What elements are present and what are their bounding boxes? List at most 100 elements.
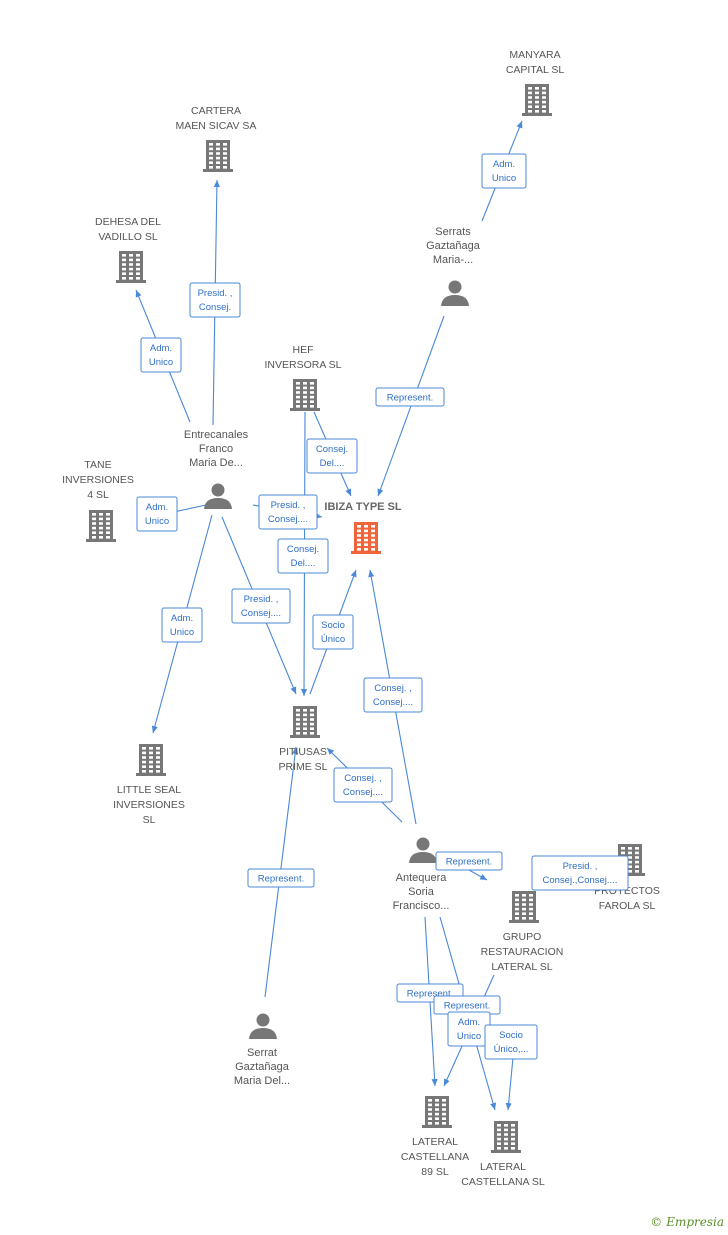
edge-label-text[interactable]: Consej. , bbox=[344, 773, 382, 784]
node-label-grupo[interactable]: RESTAURACION bbox=[481, 946, 564, 958]
edge-label-box[interactable] bbox=[277, 538, 329, 574]
edge-label-text[interactable]: Del.... bbox=[320, 458, 345, 469]
building-icon[interactable] bbox=[116, 251, 146, 283]
edge-label-text[interactable]: Unico bbox=[492, 173, 516, 184]
building-icon[interactable] bbox=[290, 706, 320, 738]
edge-label-box[interactable] bbox=[258, 494, 318, 530]
edge-label-text[interactable]: Presid. , bbox=[271, 500, 306, 511]
building-icon[interactable] bbox=[491, 1121, 521, 1153]
node-label-latcast[interactable]: LATERAL bbox=[480, 1161, 526, 1173]
node-label-pitiusas[interactable]: PRIME SL bbox=[278, 761, 327, 773]
person-icon[interactable] bbox=[409, 837, 437, 864]
node-label-pitiusas[interactable]: PITIUSAS bbox=[279, 746, 327, 758]
node-label-serrat[interactable]: Maria Del... bbox=[234, 1075, 290, 1087]
node-label-grupo[interactable]: LATERAL SL bbox=[491, 961, 552, 973]
node-label-manyara[interactable]: CAPITAL SL bbox=[506, 64, 565, 76]
node-label-little[interactable]: INVERSIONES bbox=[113, 799, 185, 811]
node-label-serrats[interactable]: Serrats bbox=[435, 226, 471, 238]
node-label-antequera[interactable]: Soria bbox=[408, 886, 435, 898]
node-label-tane[interactable]: INVERSIONES bbox=[62, 474, 134, 486]
edge-label-text[interactable]: Consej. bbox=[287, 544, 319, 555]
edge-label-text[interactable]: Unico bbox=[145, 516, 169, 527]
edge-label-text[interactable]: Adm. bbox=[171, 613, 193, 624]
edge-label-box[interactable] bbox=[531, 855, 629, 891]
building-icon[interactable] bbox=[509, 891, 539, 923]
edge-label-text[interactable]: Represent. bbox=[446, 857, 492, 868]
edge-label-text[interactable]: Presid. , bbox=[244, 594, 279, 605]
building-icon[interactable] bbox=[351, 522, 381, 554]
node-label-serrats[interactable]: Maria-... bbox=[433, 254, 473, 266]
node-label-hef[interactable]: HEF bbox=[293, 344, 314, 356]
edge-label-text[interactable]: Represent. bbox=[444, 1001, 490, 1012]
node-label-serrat[interactable]: Serrat bbox=[247, 1047, 277, 1059]
node-label-hef[interactable]: INVERSORA SL bbox=[264, 359, 341, 371]
person-icon[interactable] bbox=[204, 483, 232, 510]
node-label-little[interactable]: SL bbox=[143, 814, 156, 826]
edge-label-text[interactable]: Presid. , bbox=[563, 861, 598, 872]
person-icon[interactable] bbox=[441, 280, 469, 307]
node-label-antequera[interactable]: Francisco... bbox=[393, 900, 450, 912]
edge-label-text[interactable]: Adm. bbox=[493, 159, 515, 170]
edge-label-box[interactable] bbox=[484, 1024, 538, 1060]
person-icon[interactable] bbox=[249, 1013, 277, 1040]
edge-label-text[interactable]: Consej.... bbox=[343, 787, 383, 798]
building-icon[interactable] bbox=[290, 379, 320, 411]
edge-label-text[interactable]: Unico bbox=[170, 627, 194, 638]
node-label-tane[interactable]: 4 SL bbox=[87, 489, 109, 501]
edge-label-text[interactable]: Consej.... bbox=[373, 697, 413, 708]
edge-label-text[interactable]: Unico bbox=[149, 357, 173, 368]
edge-label-box[interactable] bbox=[306, 438, 358, 474]
building-icon[interactable] bbox=[86, 510, 116, 542]
edge-label-text[interactable]: Consej. , bbox=[374, 683, 412, 694]
node-label-manyara[interactable]: MANYARA bbox=[509, 49, 560, 61]
edge-label-text[interactable]: Adm. bbox=[150, 343, 172, 354]
edge-label-text[interactable]: Único bbox=[321, 634, 345, 645]
edge-label-text[interactable]: Consej. bbox=[316, 444, 348, 455]
edge-label-text[interactable]: Socio bbox=[321, 620, 345, 631]
building-icon[interactable] bbox=[136, 744, 166, 776]
node-label-cartera[interactable]: MAEN SICAV SA bbox=[176, 120, 257, 132]
edge-label-box[interactable] bbox=[363, 677, 423, 713]
node-label-lat89[interactable]: LATERAL bbox=[412, 1136, 458, 1148]
edge-label-text[interactable]: Presid. , bbox=[198, 288, 233, 299]
node-label-entrecanales[interactable]: Maria De... bbox=[189, 457, 243, 469]
edge-label-text[interactable]: Represent. bbox=[387, 393, 433, 404]
node-label-dehesa[interactable]: VADILLO SL bbox=[98, 231, 157, 243]
node-label-grupo[interactable]: GRUPO bbox=[503, 931, 542, 943]
node-label-dehesa[interactable]: DEHESA DEL bbox=[95, 216, 161, 228]
node-label-ibiza[interactable]: IBIZA TYPE SL bbox=[324, 501, 401, 513]
edge-label-box[interactable] bbox=[140, 337, 182, 373]
edge-label-text[interactable]: Adm. bbox=[146, 502, 168, 513]
edge-label-box[interactable] bbox=[247, 868, 315, 888]
edge-label-box[interactable] bbox=[481, 153, 527, 189]
edge-label-text[interactable]: Único,... bbox=[494, 1044, 529, 1055]
node-label-proyectos[interactable]: FAROLA SL bbox=[599, 900, 656, 912]
edge-label-box[interactable] bbox=[189, 282, 241, 318]
edge-label-text[interactable]: Consej.... bbox=[268, 514, 308, 525]
building-icon[interactable] bbox=[522, 84, 552, 116]
edge-label-text[interactable]: Consej. bbox=[199, 302, 231, 313]
building-icon[interactable] bbox=[203, 140, 233, 172]
node-label-lat89[interactable]: 89 SL bbox=[421, 1166, 449, 1178]
edge-label-text[interactable]: Consej.... bbox=[241, 608, 281, 619]
edge-label-box[interactable] bbox=[375, 387, 445, 407]
node-label-serrats[interactable]: Gaztañaga bbox=[426, 240, 481, 252]
edge-label-box[interactable] bbox=[333, 767, 393, 803]
edge-label-box[interactable] bbox=[231, 588, 291, 624]
edge-label-text[interactable]: Socio bbox=[499, 1030, 523, 1041]
edge-label-box[interactable] bbox=[435, 851, 503, 871]
node-label-serrat[interactable]: Gaztañaga bbox=[235, 1061, 290, 1073]
edge-label-text[interactable]: Represent. bbox=[407, 989, 453, 1000]
edge-label-text[interactable]: Represent. bbox=[258, 874, 304, 885]
node-label-entrecanales[interactable]: Entrecanales bbox=[184, 429, 249, 441]
node-label-tane[interactable]: TANE bbox=[84, 459, 111, 471]
edge-label-text[interactable]: Adm. bbox=[458, 1017, 480, 1028]
edge-label-box[interactable] bbox=[136, 496, 178, 532]
node-label-cartera[interactable]: CARTERA bbox=[191, 105, 241, 117]
edge-label-text[interactable]: Consej.,Consej.... bbox=[543, 875, 618, 886]
node-label-entrecanales[interactable]: Franco bbox=[199, 443, 233, 455]
node-label-little[interactable]: LITTLE SEAL bbox=[117, 784, 181, 796]
edge-label-text[interactable]: Del.... bbox=[291, 558, 316, 569]
building-icon[interactable] bbox=[422, 1096, 452, 1128]
edge-label-box[interactable] bbox=[161, 607, 203, 643]
